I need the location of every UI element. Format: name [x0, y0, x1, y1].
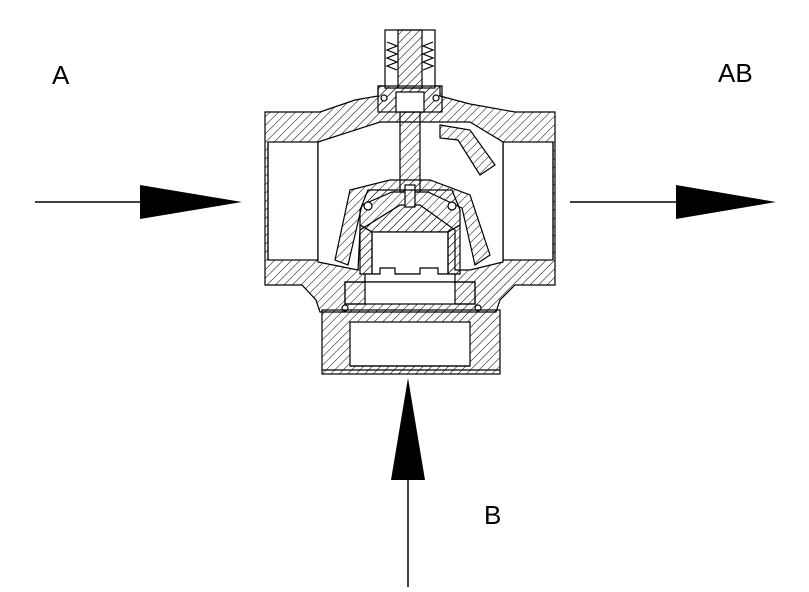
arrow-outlet-ab: [570, 185, 776, 219]
port-label-ab: AB: [718, 58, 753, 88]
valve-stem-assembly: [377, 29, 443, 208]
port-label-a: A: [52, 60, 70, 90]
port-label-b: B: [484, 500, 502, 530]
valve-plug: [341, 189, 482, 312]
bottom-port-connector: [321, 309, 501, 375]
spring-coil: [385, 41, 435, 71]
arrow-inlet-a: [35, 185, 242, 219]
arrow-inlet-b: [391, 378, 425, 587]
